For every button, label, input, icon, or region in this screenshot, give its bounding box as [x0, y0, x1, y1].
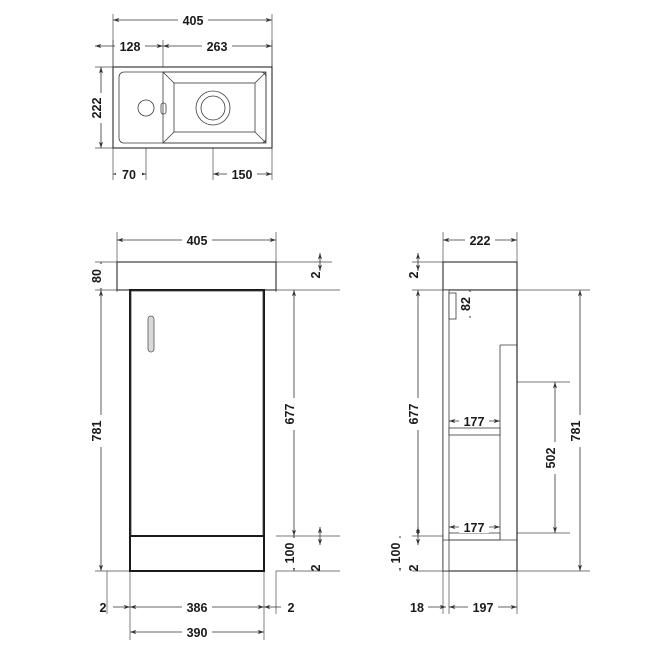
side-dim-197-bg [468, 597, 498, 613]
waste-outlet-inner [200, 95, 226, 121]
waste-outlet-outer [195, 90, 231, 126]
side-dim-781-bg [570, 415, 586, 447]
side-dim-781-label: 781 [569, 421, 583, 442]
side-dim-222-bg [465, 230, 495, 246]
bowl-bevel-tl [162, 71, 175, 84]
side-dim-2-bot-label: 2 [407, 564, 421, 571]
side-dim-177-upper-bg [459, 411, 489, 427]
side-dim-82-label: 82 [459, 297, 473, 311]
front-dim-390-label: 390 [187, 626, 208, 640]
side-elevation-view: 222 2 82 677 177 177 502 781 100 [389, 230, 590, 615]
side-dim-2-top-label: 2 [407, 271, 421, 278]
front-dim-2-right-label: 2 [288, 601, 295, 615]
front-basin-block [116, 261, 277, 291]
side-dim-502-label: 502 [544, 448, 558, 469]
front-dim-100-label: 100 [283, 543, 297, 564]
side-dim-177-lower-label: 177 [464, 521, 485, 535]
front-dim-405-label: 405 [187, 234, 208, 248]
side-dim-222-label: 222 [470, 234, 491, 248]
front-dim-80-bg [91, 264, 107, 288]
side-dim-82-bg [460, 292, 476, 316]
front-dim-2-botright-label: 2 [309, 564, 323, 571]
side-dim-100-bg [390, 538, 406, 568]
plan-dim-128-label: 128 [120, 40, 141, 54]
front-dim-677-label: 677 [283, 404, 297, 425]
front-dim-781-bg [91, 415, 107, 447]
side-dim-502-bg [545, 442, 561, 474]
front-dim-405-bg [182, 230, 212, 246]
side-door-handle [448, 292, 457, 320]
front-dim-80-label: 80 [90, 269, 104, 283]
front-dim-386-bg [182, 597, 212, 613]
side-dim-197-label: 197 [473, 601, 494, 615]
front-dim-386-label: 386 [187, 601, 208, 615]
front-dim-677-bg [284, 398, 300, 430]
front-dim-100-bg [284, 538, 300, 568]
overflow-slot [160, 102, 167, 115]
bowl-bevel-tr [254, 71, 267, 84]
bowl-bevel-bl [162, 131, 175, 144]
side-dim-100-label: 100 [389, 543, 403, 564]
plan-dim-222-label: 222 [90, 98, 104, 119]
plan-view: 405 128 263 222 70 150 [90, 10, 273, 182]
side-dim-18-label: 18 [410, 601, 424, 615]
plan-dim-150-label: 150 [232, 168, 253, 182]
front-dim-781-label: 781 [90, 421, 104, 442]
plan-dim-70-label: 70 [122, 168, 136, 182]
bowl-bevel-br [254, 131, 267, 144]
front-dim-390-bg [182, 622, 212, 638]
front-dim-2-left-label: 2 [100, 601, 107, 615]
plan-dim-70-bg [116, 164, 142, 180]
plan-dim-405-label: 405 [183, 14, 204, 28]
side-door-panel [442, 289, 450, 572]
plan-dim-150-bg [227, 164, 257, 180]
plan-dim-263-bg [202, 36, 232, 52]
front-dim-2-topright-label: 2 [309, 271, 323, 278]
plan-dim-222-bg [91, 93, 107, 123]
plan-dim-405-bg [178, 10, 208, 26]
side-basin-block [442, 261, 518, 291]
plan-dim-128-bg [115, 36, 145, 52]
side-dim-177-lower-bg [459, 517, 489, 533]
bowl-rim [162, 71, 267, 144]
tap-hole [137, 99, 155, 117]
bowl-base [173, 82, 256, 133]
side-dim-177-upper-label: 177 [464, 415, 485, 429]
front-door-handle [147, 315, 155, 353]
side-dim-677-label: 677 [407, 404, 421, 425]
front-elevation-view: 405 80 781 677 100 2 2 2 386 2 [90, 230, 340, 640]
side-dim-677-bg [408, 398, 424, 430]
side-upper-shelf [448, 427, 501, 436]
plan-dim-263-label: 263 [207, 40, 228, 54]
